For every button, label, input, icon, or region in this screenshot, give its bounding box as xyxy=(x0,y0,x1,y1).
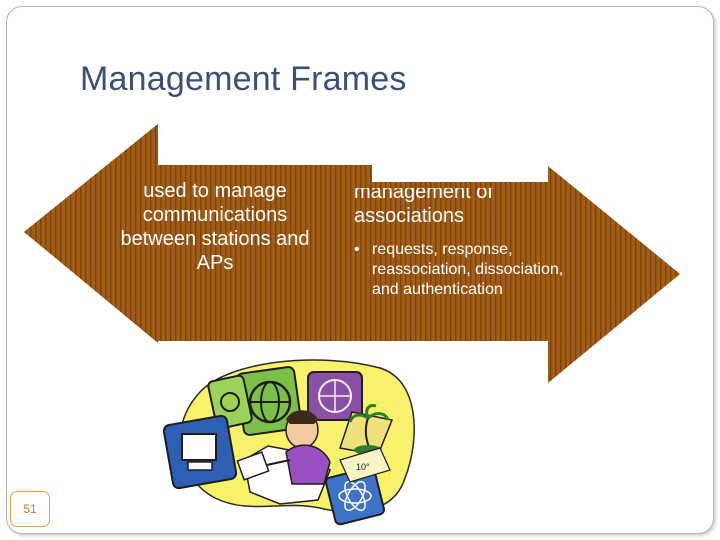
arrow-gap xyxy=(332,165,372,182)
person-at-desk-icon xyxy=(236,410,331,505)
right-arrow-content: management of associations requests, res… xyxy=(354,188,564,341)
clipart-illustration: 10° xyxy=(162,359,415,526)
right-arrow-bullets: requests, response, reassociation, disso… xyxy=(354,240,564,300)
svg-text:10°: 10° xyxy=(356,462,370,472)
right-arrow-bullet: requests, response, reassociation, disso… xyxy=(354,240,564,300)
computer-icon xyxy=(162,414,238,490)
slide-title: Management Frames xyxy=(80,60,407,98)
left-arrow-text: used to manage communications between st… xyxy=(120,180,310,274)
world-icon xyxy=(307,371,363,421)
page-number: 51 xyxy=(10,491,50,527)
right-arrow-heading: management of associations xyxy=(354,188,493,227)
thermometer-icon: 10° xyxy=(339,447,391,483)
left-arrow-head xyxy=(24,124,158,341)
